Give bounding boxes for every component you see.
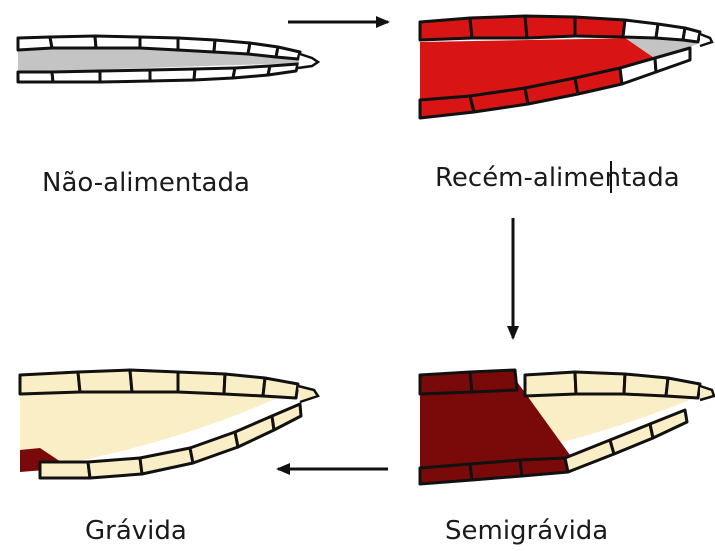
abdomen-fed bbox=[420, 16, 712, 118]
abdomen-semigravid bbox=[420, 370, 714, 484]
stage-label-unfed: Não-alimentada bbox=[42, 170, 250, 196]
abdomen-unfed bbox=[18, 36, 318, 82]
stage-label-fed: Recém-alimentada bbox=[435, 165, 680, 191]
abdomen-gravid bbox=[20, 370, 318, 478]
text-cursor bbox=[610, 161, 612, 193]
stage-label-gravid: Grávida bbox=[85, 518, 187, 544]
stage-label-semigravid: Semigrávida bbox=[445, 518, 608, 544]
